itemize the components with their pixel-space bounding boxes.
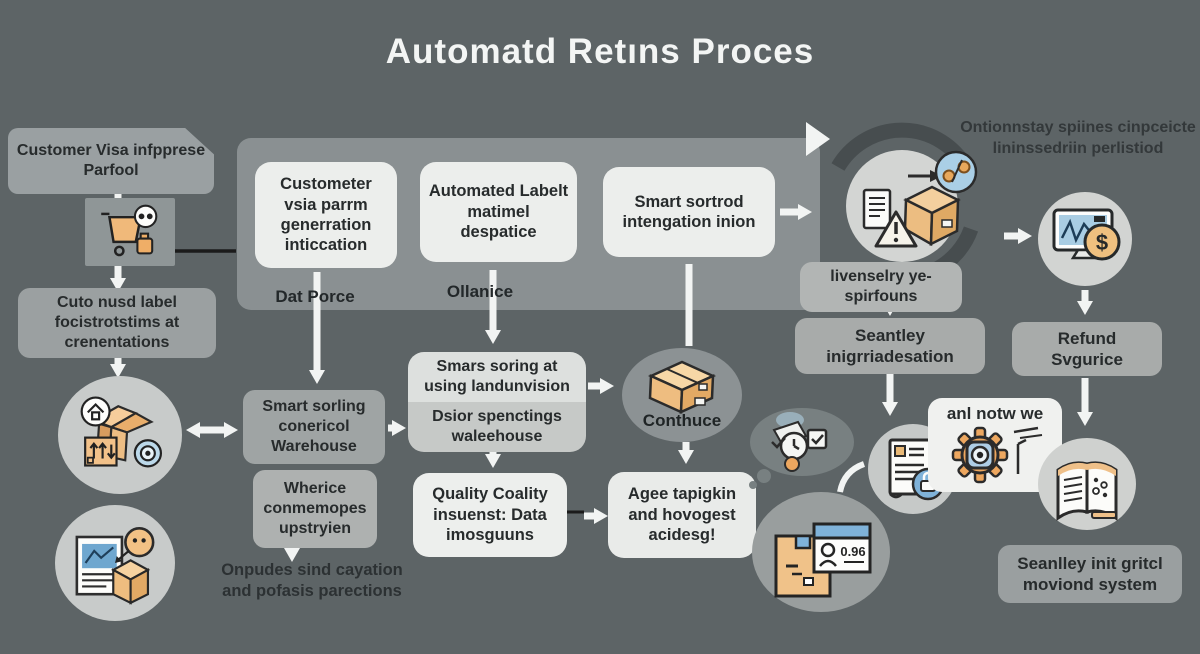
closed-box-icon xyxy=(647,361,717,415)
node-livenselry: livenselry ye-spirfouns xyxy=(800,262,962,312)
node-sorting-warehouse-label: Smart sorling conericol Warehouse xyxy=(262,398,366,455)
package-browser-icon: 0.96 xyxy=(752,492,890,612)
node-smars-soring-top-label: Smars soring at using landunvision xyxy=(424,358,570,395)
node-smars-soring: Smars soring at using landunvision Dsior… xyxy=(408,352,586,452)
node-seantley-label: Seantley inigrriadesation xyxy=(826,325,954,366)
node-automated-label-text: Automated Labelt matimel despatice xyxy=(428,182,569,242)
open-book-icon xyxy=(1038,438,1136,530)
caption-ollanice: Ollanice xyxy=(446,282,514,301)
text-onpudes: Onpudes sind cayation and pofasis parect… xyxy=(221,561,403,601)
node-conthuce: Conthuce xyxy=(622,348,742,442)
refund-monitor-icon: $ xyxy=(1038,192,1132,286)
node-claim-generation: Custometer vsia parrm generration inticc… xyxy=(255,162,397,268)
open-box-icon xyxy=(58,376,182,494)
node-wherice-label: Wherice conmemopes upstryien xyxy=(263,480,367,537)
gear-icon xyxy=(951,426,1043,484)
node-smart-sortrod: Smart sortrod intengation inion xyxy=(603,167,775,257)
node-sorting-warehouse: Smart sorling conericol Warehouse xyxy=(243,390,385,464)
page-title: Automatd Retıns Proces xyxy=(385,32,815,71)
node-wherice: Wherice conmemopes upstryien xyxy=(253,470,377,548)
node-quality-data: Quality Coality insuenst: Data imosguuns xyxy=(413,473,567,557)
node-automated-label: Automated Labelt matimel despatice xyxy=(420,162,577,262)
node-refund-service: Refund Svgurice xyxy=(1012,322,1162,376)
node-livenselry-label: livenselry ye-spirfouns xyxy=(830,268,932,305)
browser-score-text: 0.96 xyxy=(840,544,865,559)
node-refund-service-label: Refund Svgurice xyxy=(1051,328,1123,369)
caption-dat-porce: Dat Porce xyxy=(275,287,355,306)
node-custom-label-text: Cuto nusd label focistrotstims at crenen… xyxy=(54,294,180,351)
node-agee-label: Agee tapigkin and hovogest acidesg! xyxy=(627,485,737,545)
thought-bubble-icon xyxy=(746,404,858,492)
node-claim-generation-label: Custometer vsia parrm generration inticc… xyxy=(280,175,372,255)
node-seanlley-system: Seanlley init gritcl moviond system xyxy=(998,545,1182,603)
node-smars-soring-top: Smars soring at using landunvision xyxy=(408,352,586,402)
node-smars-soring-bottom: Dsior spenctings waleehouse xyxy=(408,402,586,452)
text-ontionnstay: Ontionnstay spiines cinpceicte lininssed… xyxy=(960,119,1196,157)
shopping-cart-icon xyxy=(85,198,175,266)
node-customer-portal: Customer Visa infpprese Parfool xyxy=(8,128,214,194)
node-seanlley-system-label: Seanlley init gritcl moviond system xyxy=(1017,553,1163,594)
node-conthuce-label: Conthuce xyxy=(642,411,722,431)
node-quality-data-label: Quality Coality insuenst: Data imosguuns xyxy=(432,485,548,545)
node-customer-portal-label: Customer Visa infpprese Parfool xyxy=(16,142,206,179)
dollar-icon: $ xyxy=(1096,230,1108,255)
node-anl-notw-label: anl notw we xyxy=(946,404,1044,423)
node-agee: Agee tapigkin and hovogest acidesg! xyxy=(608,472,756,558)
node-smart-sortrod-label: Smart sortrod intengation inion xyxy=(622,192,756,231)
node-seantley: Seantley inigrriadesation xyxy=(795,318,985,374)
node-custom-label: Cuto nusd label focistrotstims at crenen… xyxy=(18,288,216,358)
node-smars-soring-bottom-label: Dsior spenctings waleehouse xyxy=(432,408,562,445)
report-box-icon xyxy=(55,505,175,621)
